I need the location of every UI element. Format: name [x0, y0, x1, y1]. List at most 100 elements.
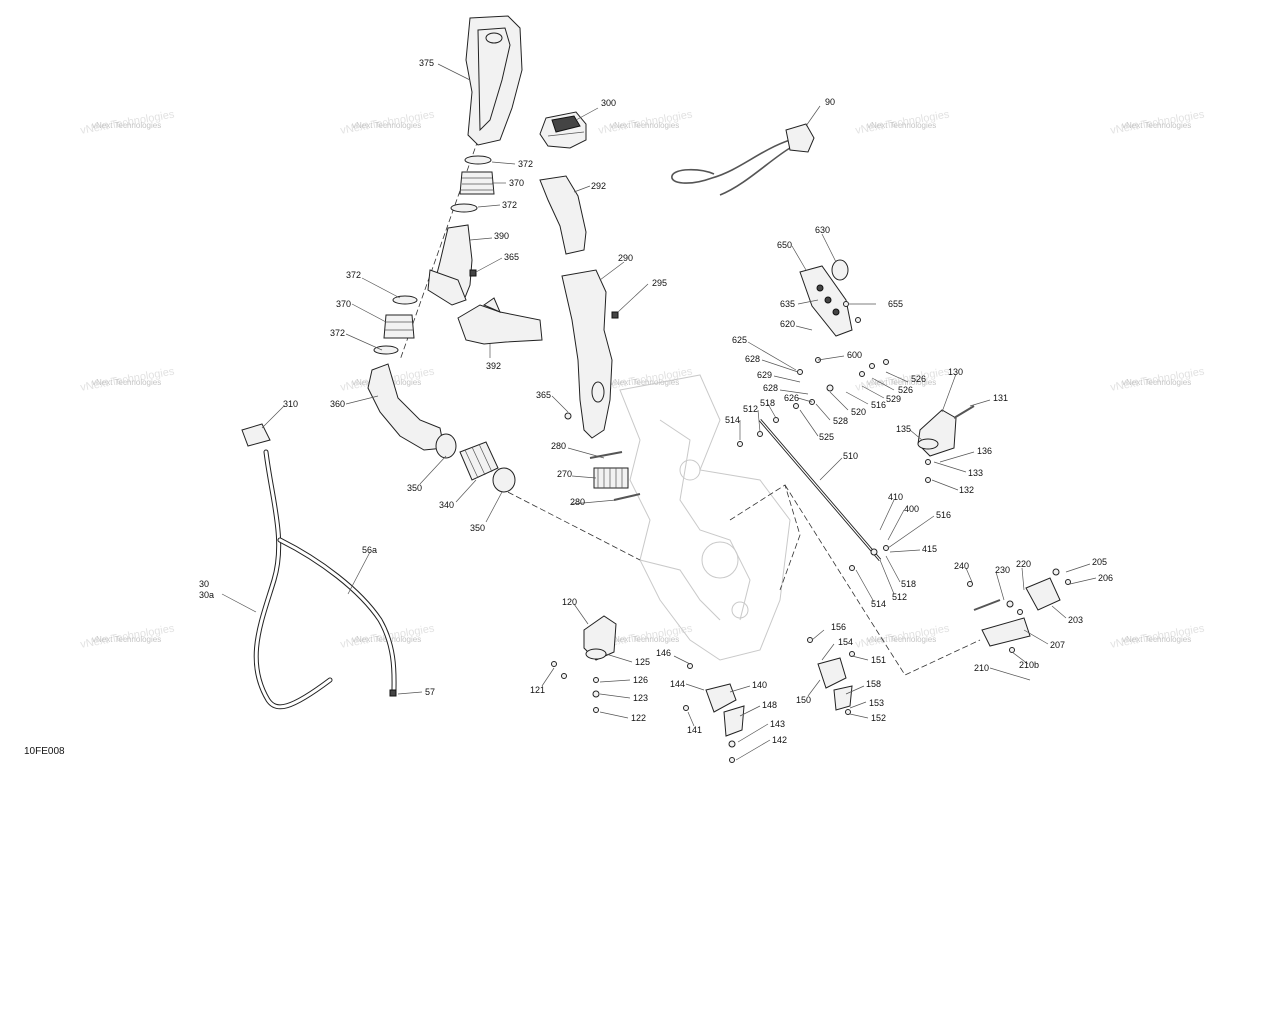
- callout-630: 630: [815, 225, 830, 235]
- callout-650: 650: [777, 240, 792, 250]
- callout-30a: 30a: [199, 590, 214, 600]
- callout-280: 280: [570, 497, 585, 507]
- callout-290: 290: [618, 253, 633, 263]
- callout-415: 415: [922, 544, 937, 554]
- callout-141: 141: [687, 725, 702, 735]
- callout-365: 365: [504, 252, 519, 262]
- callout-140: 140: [752, 680, 767, 690]
- watermark: vNext Technologies: [610, 378, 679, 387]
- bracket-120: [583, 615, 617, 661]
- callout-122: 122: [631, 713, 646, 723]
- leader-lines: [221, 63, 1097, 761]
- callout-151: 151: [871, 655, 886, 665]
- elbow-390: [427, 224, 477, 306]
- callout-135: 135: [896, 424, 911, 434]
- filter-270: [589, 451, 641, 501]
- callout-600: 600: [847, 350, 862, 360]
- coupler-left: [373, 295, 418, 355]
- callout-372: 372: [518, 159, 533, 169]
- callout-142: 142: [772, 735, 787, 745]
- callout-635: 635: [780, 299, 795, 309]
- callout-154: 154: [838, 637, 853, 647]
- boot-340: [435, 433, 516, 493]
- callout-280: 280: [551, 441, 566, 451]
- bracket-130: [917, 405, 975, 457]
- callout-516: 516: [871, 400, 886, 410]
- callout-525: 525: [819, 432, 834, 442]
- callout-526: 526: [911, 374, 926, 384]
- callout-340: 340: [439, 500, 454, 510]
- callout-220: 220: [1016, 559, 1031, 569]
- callout-130: 130: [948, 367, 963, 377]
- hose-292: [539, 175, 587, 255]
- callout-30: 30: [199, 579, 209, 589]
- callout-520: 520: [851, 407, 866, 417]
- callout-350: 350: [470, 523, 485, 533]
- duct-290: [561, 269, 619, 439]
- shift-rod-510: [758, 419, 882, 561]
- mount-140: [705, 683, 745, 737]
- callout-121: 121: [530, 685, 545, 695]
- callout-628: 628: [763, 383, 778, 393]
- callout-125: 125: [635, 657, 650, 667]
- callout-625: 625: [732, 335, 747, 345]
- hardware: [551, 301, 1071, 763]
- callout-518: 518: [901, 579, 916, 589]
- watermark: vNext Technologies: [867, 378, 936, 387]
- watermark: vNext Technologies: [1122, 635, 1191, 644]
- callout-210: 210: [974, 663, 989, 673]
- callout-372: 372: [330, 328, 345, 338]
- callout-133: 133: [968, 468, 983, 478]
- callout-390: 390: [494, 231, 509, 241]
- callout-270: 270: [557, 469, 572, 479]
- bracket-650: [799, 259, 853, 337]
- air-intake-duct-375: [465, 15, 523, 146]
- callout-123: 123: [633, 693, 648, 703]
- callout-350: 350: [407, 483, 422, 493]
- watermark: vNext Technologies: [92, 378, 161, 387]
- callout-655: 655: [888, 299, 903, 309]
- callout-400: 400: [904, 504, 919, 514]
- resonator-300: [539, 111, 587, 149]
- hose-90: [671, 123, 815, 196]
- callout-514: 514: [871, 599, 886, 609]
- callout-146: 146: [656, 648, 671, 658]
- callout-516: 516: [936, 510, 951, 520]
- callout-206: 206: [1098, 573, 1113, 583]
- callout-152: 152: [871, 713, 886, 723]
- callout-210b: 210b: [1019, 660, 1039, 670]
- callout-144: 144: [670, 679, 685, 689]
- callout-labels: 375 300 90 372 370 372 292 390 365 290 2…: [199, 58, 1113, 745]
- callout-620: 620: [780, 319, 795, 329]
- callout-529: 529: [886, 394, 901, 404]
- watermark: vNext Technologies: [92, 635, 161, 644]
- callout-512: 512: [743, 404, 758, 414]
- callout-153: 153: [869, 698, 884, 708]
- watermark: vNext Technologies: [610, 121, 679, 130]
- watermark: vNext Technologies: [610, 635, 679, 644]
- callout-626: 626: [784, 393, 799, 403]
- callout-512: 512: [892, 592, 907, 602]
- engine-ghost-outline: [619, 374, 791, 661]
- callout-295: 295: [652, 278, 667, 288]
- callout-143: 143: [770, 719, 785, 729]
- callout-360: 360: [330, 399, 345, 409]
- callout-57: 57: [425, 687, 435, 697]
- callout-629: 629: [757, 370, 772, 380]
- mount-150: [817, 657, 853, 711]
- callout-410: 410: [888, 492, 903, 502]
- callout-370: 370: [509, 178, 524, 188]
- watermark: vNext Technologies: [352, 121, 421, 130]
- watermark-layer: vNext Technologies vNext Technologies vN…: [79, 108, 1205, 650]
- callout-375: 375: [419, 58, 434, 68]
- callout-148: 148: [762, 700, 777, 710]
- coupler-upper: [450, 155, 495, 213]
- diagram-code: 10FE008: [24, 746, 65, 757]
- breather-hose-30: [241, 423, 397, 710]
- callout-203: 203: [1068, 615, 1083, 625]
- watermark: vNext Technologies: [867, 121, 936, 130]
- callout-300: 300: [601, 98, 616, 108]
- bracket-203: [973, 577, 1061, 647]
- callout-510: 510: [843, 451, 858, 461]
